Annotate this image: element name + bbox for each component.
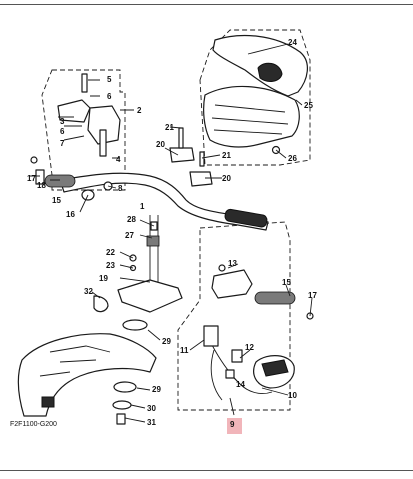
end-cap-part-18 [35,169,45,185]
bottom-border-line [0,470,413,471]
callout-14: 14 [236,380,245,389]
callout-27: 27 [125,231,134,240]
bushing-part-27 [146,235,160,247]
callout-2: 2 [137,106,142,115]
screw-part-13 [218,264,226,272]
callout-19: 19 [99,274,108,283]
clip-part-14 [225,369,235,379]
callout-1: 1 [140,202,145,211]
right-switch-group-box [177,221,291,411]
callout-6-left: 6 [60,127,65,136]
cable-guide-part-32 [93,295,109,313]
callout-28: 28 [127,215,136,224]
callout-17-right: 17 [308,291,317,300]
callout-13: 13 [228,259,237,268]
callout-15-left: 15 [52,196,61,205]
callout-20-upper: 20 [156,140,165,149]
handlebar-part-1 [59,172,269,231]
hull-detail [39,345,111,377]
callout-7: 7 [60,139,65,148]
switch-part-11 [203,325,219,347]
holder-part-20-upper [169,147,195,163]
bolt-part-21-lower [199,151,205,167]
screw-part-17-left [30,156,38,164]
callout-10: 10 [288,391,297,400]
switch-housing-part-13 [211,269,253,299]
callout-12: 12 [245,343,254,352]
hull-badge [41,396,55,408]
top-border-line [0,4,413,5]
highlighted-part-marker[interactable] [227,418,242,434]
callout-26: 26 [288,154,297,163]
callout-17-left: 17 [27,174,36,183]
cover-part-24-opening [257,62,283,82]
column-cover-part-25 [203,85,300,148]
right-grip-part-15 [254,291,296,305]
callout-3: 3 [60,117,65,126]
grip-knurl [224,208,268,228]
callout-21-lower: 21 [222,151,231,160]
left-grip-part-16 [44,174,76,188]
callout-15-right: 15 [282,278,291,287]
holder-part-20-lower [189,171,213,187]
callout-24: 24 [288,38,297,47]
callout-16: 16 [66,210,75,219]
leader-lines [30,43,313,423]
callout-20-lower: 20 [222,174,231,183]
callout-4: 4 [116,155,121,164]
cover-detail-lines [211,104,289,135]
callout-30: 30 [147,404,156,413]
callout-22: 22 [106,248,115,257]
callout-29-lower: 29 [152,385,161,394]
upper-left-group-box [41,69,126,191]
callout-31: 31 [147,418,156,427]
callout-8: 8 [118,184,123,193]
callout-32: 32 [84,287,93,296]
callout-5: 5 [107,75,112,84]
callout-23: 23 [106,261,115,270]
lever-bracket-part-3 [57,99,91,123]
hull-section [17,333,157,417]
collar-part-29-upper [122,319,148,331]
diagram-code: F2F1100-G200 [10,421,57,428]
bracket-part-19 [117,279,183,313]
callout-18: 18 [37,181,46,190]
callout-11: 11 [180,346,189,355]
callout-29-upper: 29 [162,337,171,346]
bolt-part-4 [99,129,107,157]
bolt-part-5 [81,73,88,93]
bolt-part-31 [116,413,126,425]
control-unit-trim [261,359,289,377]
callout-6-top: 6 [107,92,112,101]
callout-9-highlighted[interactable]: 9 [230,420,235,429]
callout-25: 25 [304,101,313,110]
callout-21-upper: 21 [165,123,174,132]
collar-part-29-lower [113,381,137,393]
clamp-part-2 [87,105,121,145]
